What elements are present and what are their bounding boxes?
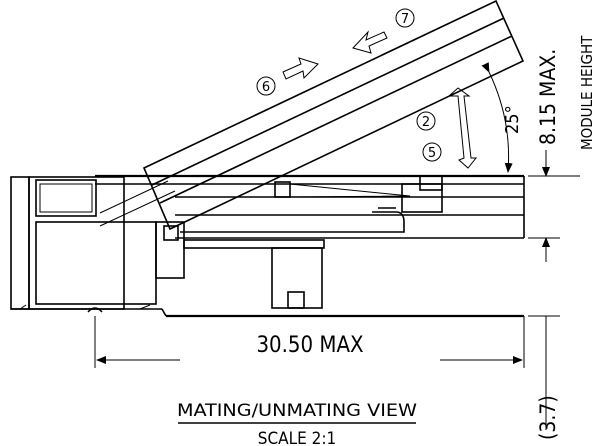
length-label: 30.50 MAX xyxy=(256,333,363,358)
height-label: MODULE HEIGHT xyxy=(578,35,596,150)
angle-label: 25° xyxy=(502,105,523,134)
callouts: 7 6 2 5 xyxy=(256,8,442,162)
unmate-arrow-icon xyxy=(352,30,388,54)
callout-5: 5 xyxy=(428,146,436,161)
height-value: 8.15 MAX. xyxy=(536,49,560,145)
view-title: MATING/UNMATING VIEW xyxy=(177,401,417,421)
length-dimension: 30.50 MAX xyxy=(94,316,525,368)
callout-6: 6 xyxy=(262,80,270,95)
title-block: MATING/UNMATING VIEW SCALE 2:1 xyxy=(177,401,417,446)
rotate-double-arrow-icon xyxy=(447,87,478,169)
callout-2: 2 xyxy=(422,115,430,130)
scale-label: SCALE 2:1 xyxy=(258,429,337,446)
direction-arrows xyxy=(282,30,478,169)
callout-1: 7 xyxy=(401,12,409,27)
connector-body xyxy=(10,174,525,318)
mate-arrow-icon xyxy=(282,57,319,80)
angle-dimension: 25° xyxy=(481,62,523,173)
height-dimension: 8.15 MAX. MODULE HEIGHT (3.7) xyxy=(528,35,596,440)
offset-value: (3.7) xyxy=(536,395,560,440)
